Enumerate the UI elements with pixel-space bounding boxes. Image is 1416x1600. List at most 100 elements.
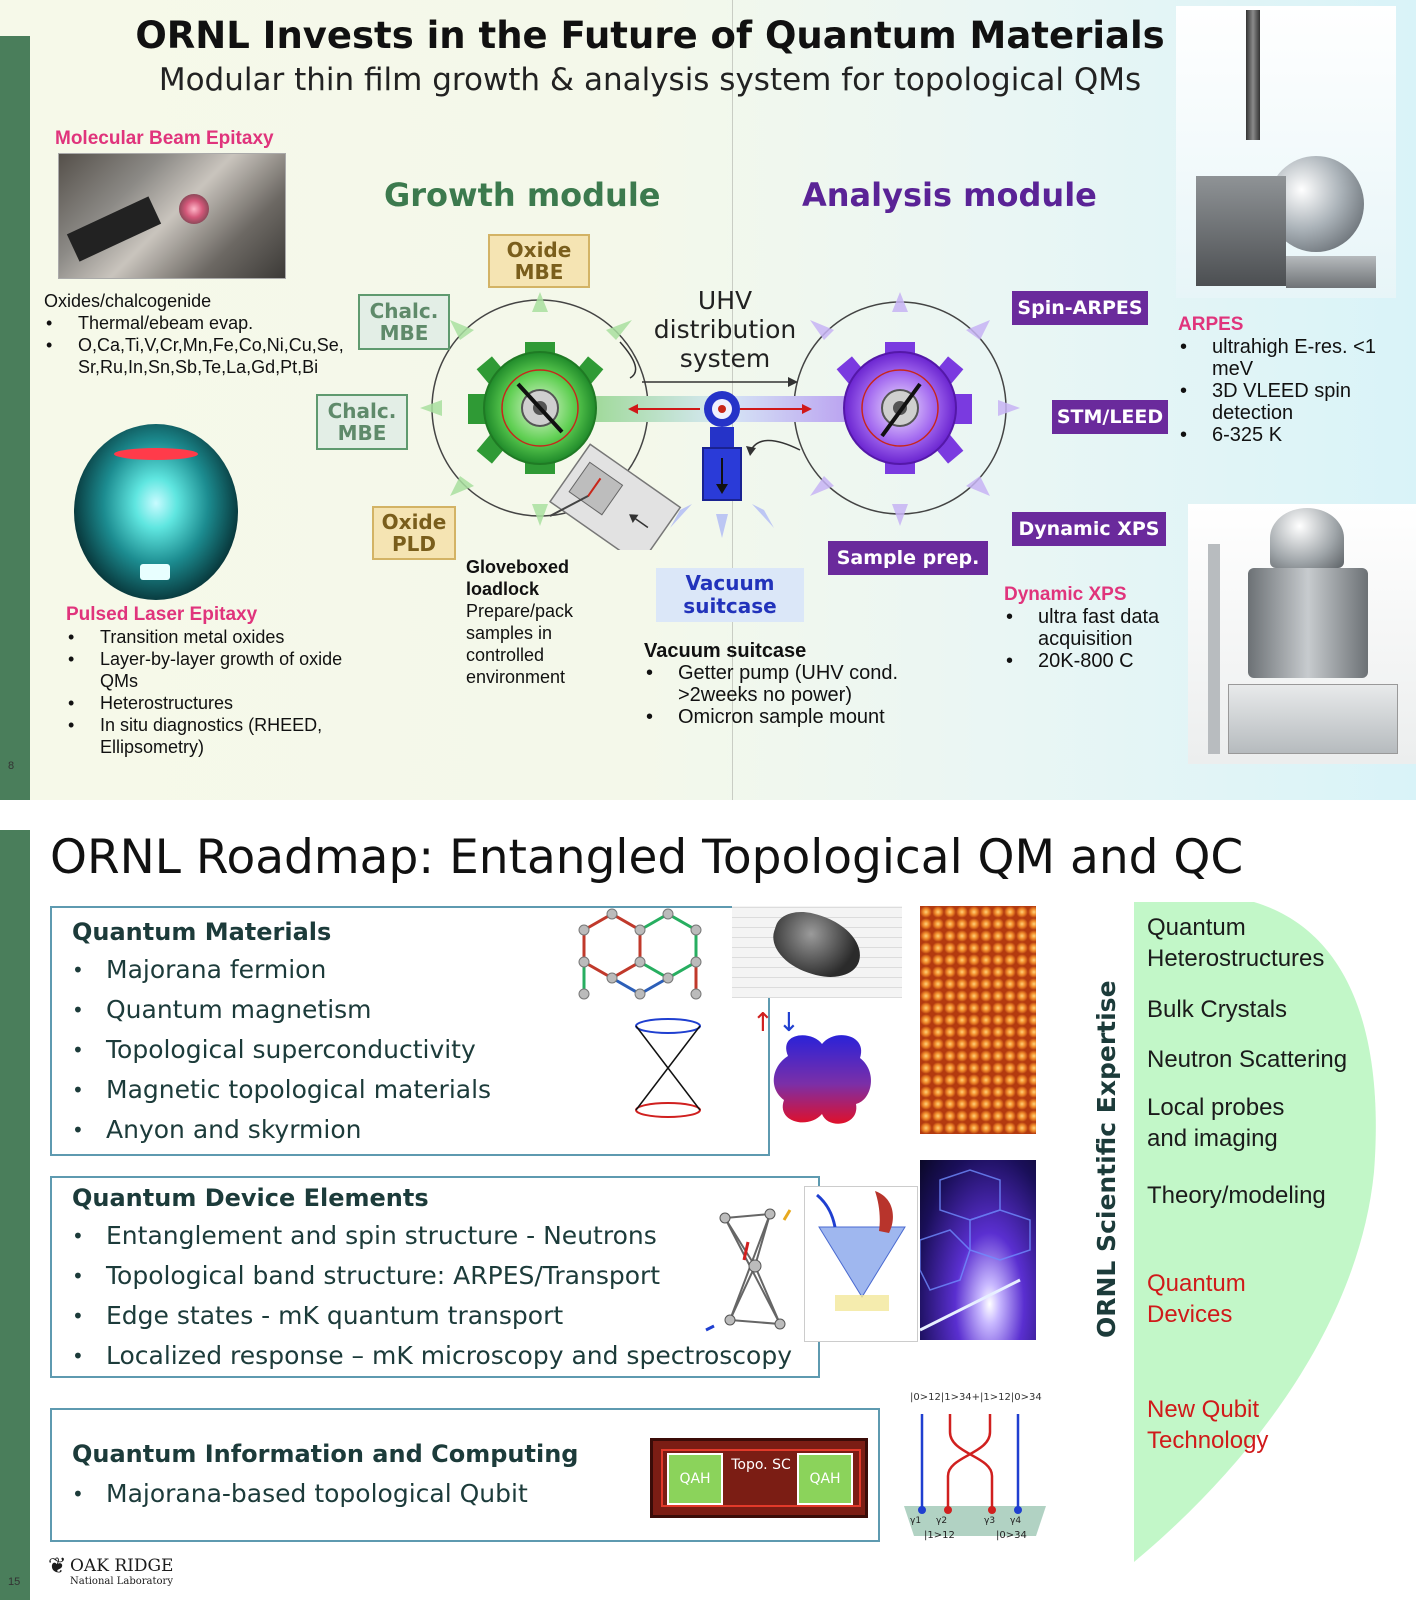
slide-2-number: 15: [8, 1576, 21, 1588]
panel-item: Topological band structure: ARPES/Transp…: [52, 1256, 792, 1296]
expertise-bulk-crystals: Bulk Crystals: [1147, 996, 1288, 1023]
braid-diagram: [904, 1414, 1046, 1536]
expertise-new-qubit: New Qubit Technology: [1147, 1396, 1269, 1454]
mbe-intro: Oxides/chalcogenide: [44, 291, 212, 311]
plume-substrate: [140, 564, 170, 580]
spin-up-arrow: ↑: [752, 1008, 774, 1038]
panel-list: Majorana fermion Quantum magnetism Topol…: [52, 950, 491, 1150]
gamma-3: γ3: [984, 1516, 996, 1526]
ple-item: Transition metal oxides: [66, 626, 366, 648]
panel-item: Entanglement and spin structure - Neutro…: [52, 1216, 792, 1256]
oxide-pld-box: Oxide PLD: [372, 506, 456, 560]
mbe-photo-gun: [66, 196, 162, 262]
arpes-item: ultrahigh E-res. <1 meV: [1178, 336, 1408, 380]
ple-item: In situ diagnostics (RHEED, Ellipsometry…: [66, 714, 366, 758]
growth-module-heading: Growth module: [384, 176, 661, 214]
panel-item: Quantum magnetism: [52, 990, 491, 1030]
vacuum-suitcase-list: Getter pump (UHV cond. >2weeks no power)…: [644, 662, 944, 728]
gamma-4: γ4: [1010, 1516, 1022, 1526]
system-schematic: [420, 292, 1020, 550]
arpes-cone-figure: [804, 1186, 918, 1342]
xps-chamber: [1248, 568, 1368, 678]
xps-instrument-photo: [1188, 504, 1416, 764]
stm-lattice-image: [920, 906, 1036, 1134]
arpes-list: ultrahigh E-res. <1 meV 3D VLEED spin de…: [1178, 336, 1408, 446]
uhv-label: UHV distribution system: [653, 286, 797, 373]
panel-title: Quantum Device Elements: [72, 1184, 429, 1212]
qah-device-outline: [661, 1449, 861, 1507]
analysis-port-arrows: [810, 292, 1020, 526]
panel-list: Majorana-based topological Qubit: [52, 1474, 528, 1514]
dxps-item: ultra fast data acquisition: [1004, 606, 1194, 650]
oxide-mbe-box: Oxide MBE: [488, 234, 590, 288]
crystal-photo: [732, 903, 902, 998]
expertise-shape: [1134, 902, 1376, 1562]
quantum-lattice-svg: [919, 1169, 1031, 1332]
braid-top-label: |0>12|1>34+|1>12|0>34: [910, 1392, 1042, 1403]
logo-subtitle: National Laboratory: [70, 1576, 173, 1587]
expertise-quantum-devices: Quantum Devices: [1147, 1270, 1246, 1328]
transfer-arrow-3: [749, 439, 801, 453]
xps-dome: [1270, 508, 1344, 568]
slide-1-title: ORNL Invests in the Future of Quantum Ma…: [135, 14, 1165, 57]
arpes-frame: [1196, 176, 1286, 286]
slide-1-number: 8: [8, 760, 15, 772]
vacuum-suitcase-title: Vacuum suitcase: [644, 640, 807, 662]
transfer-arrow-1: [619, 341, 637, 379]
mbe-photo-glow: [179, 194, 209, 224]
panel-item: Magnetic topological materials: [52, 1070, 491, 1110]
mbe-item: O,Ca,Ti,V,Cr,Mn,Fe,Co,Ni,Cu,Se,Sr,Ru,In,…: [44, 334, 354, 378]
arpes-instrument-photo: [1176, 6, 1396, 298]
gamma-2: γ2: [936, 1516, 948, 1526]
arpes-cone-svg: [816, 1191, 906, 1311]
chalc-mbe-box-2: Chalc. MBE: [316, 394, 408, 450]
qah-left-box: QAH: [667, 1453, 723, 1505]
ple-item: Heterostructures: [66, 692, 366, 714]
slide-2-sidebar: [0, 830, 30, 1600]
dxps-item: 20K-800 C: [1004, 650, 1194, 672]
spin-down-arrow: ↓: [778, 1008, 800, 1038]
quantum-lattice-render: [919, 1160, 1036, 1340]
oak-tree-icon: ❦: [48, 1554, 67, 1579]
braid-bottom-right: |0>34: [996, 1530, 1027, 1541]
panel-item: Majorana fermion: [52, 950, 491, 990]
vacuum-suitcase-item: Getter pump (UHV cond. >2weeks no power): [644, 662, 944, 706]
expertise-vertical-label: ORNL Scientific Expertise: [1092, 980, 1121, 1338]
suitcase-arrows: [670, 504, 774, 538]
braid-bottom-left: |1>12: [924, 1530, 955, 1541]
ple-heading: Pulsed Laser Epitaxy: [66, 604, 258, 625]
slide-1-sidebar: [0, 36, 30, 800]
expertise-local-probes: Local probes and imaging: [1147, 1094, 1285, 1152]
growth-port-arrows: [420, 292, 632, 526]
mbe-photo: [58, 153, 286, 279]
uhv-hub: [702, 391, 742, 501]
panel-item: Topological superconductivity: [52, 1030, 491, 1070]
arpes-heading: ARPES: [1178, 314, 1244, 335]
loadlock-title: Gloveboxed loadlock: [466, 557, 570, 599]
stm-leed-tag: STM/LEED: [1052, 400, 1168, 434]
expertise-theory: Theory/modeling: [1147, 1182, 1326, 1209]
vacuum-suitcase-item: Omicron sample mount: [644, 706, 944, 728]
quantum-information-panel: Quantum Information and Computing Majora…: [50, 1408, 880, 1542]
mbe-item: Thermal/ebeam evap.: [44, 312, 354, 334]
slide-1-subtitle: Modular thin film growth & analysis syst…: [158, 62, 1142, 98]
topo-sc-label: Topo. SC: [731, 1457, 791, 1473]
mbe-list: Thermal/ebeam evap. O,Ca,Ti,V,Cr,Mn,Fe,C…: [44, 312, 354, 378]
dxps-list: ultra fast data acquisition 20K-800 C: [1004, 606, 1194, 672]
arpes-item: 3D VLEED spin detection: [1178, 380, 1408, 424]
slide-2-title: ORNL Roadmap: Entangled Topological QM a…: [50, 830, 1244, 885]
panel-item: Majorana-based topological Qubit: [52, 1474, 528, 1514]
vacuum-suitcase-box: Vacuum suitcase: [656, 568, 804, 622]
crystal-sample: [765, 903, 869, 987]
qah-device-figure: QAH QAH Topo. SC: [650, 1438, 868, 1518]
loadlock-pointer: [549, 495, 589, 517]
ple-item: Layer-by-layer growth of oxide QMs: [66, 648, 366, 692]
logo-name: OAK RIDGE: [70, 1556, 174, 1576]
panel-list: Entanglement and spin structure - Neutro…: [52, 1216, 792, 1376]
sample-prep-tag: Sample prep.: [828, 541, 988, 575]
expertise-quantum-heterostructures: Quantum Heterostructures: [1147, 914, 1325, 972]
plume-photo: [74, 424, 238, 600]
arpes-column: [1246, 10, 1260, 140]
analysis-module-heading: Analysis module: [802, 176, 1097, 214]
dynamic-xps-tag: Dynamic XPS: [1012, 512, 1166, 546]
